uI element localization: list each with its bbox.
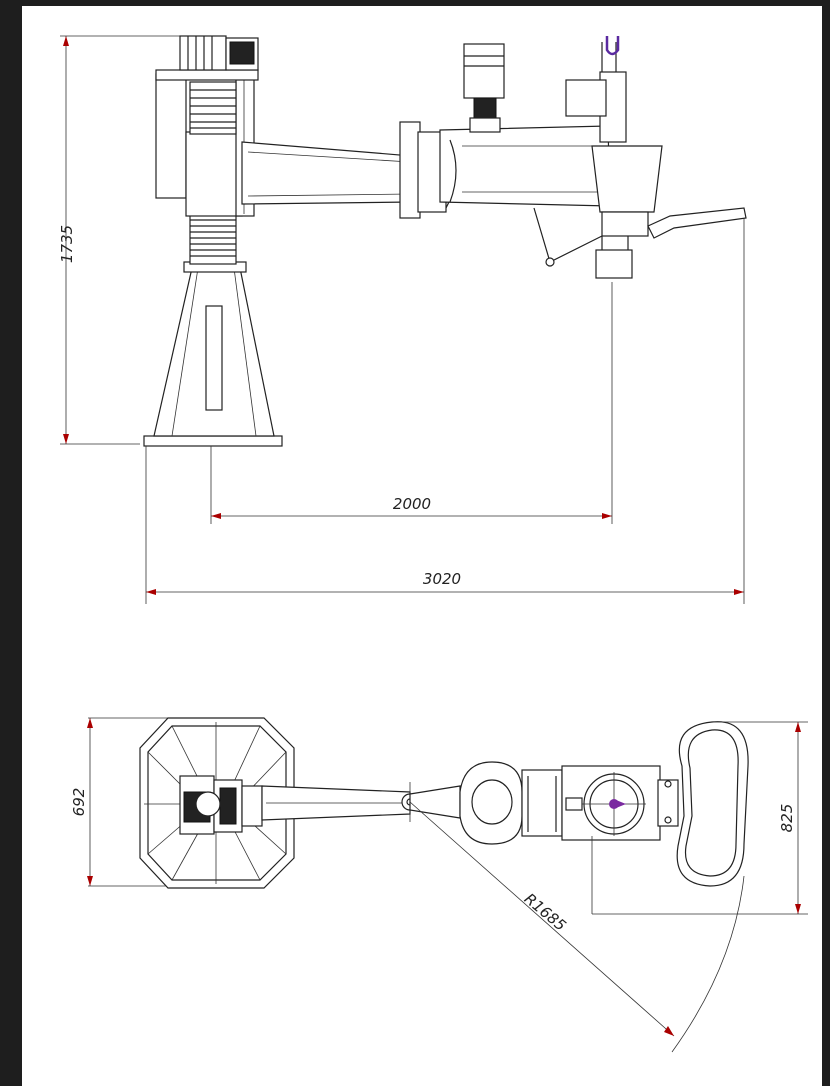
grinding-head — [533, 36, 747, 279]
pedestal-base — [143, 261, 283, 447]
height-dimension: 1735 — [58, 35, 182, 445]
column-motor — [179, 35, 259, 71]
drawing-sheet: 1735 — [22, 6, 822, 1086]
technical-drawing: 1735 — [58, 35, 808, 1053]
handle-span-dimension-label: 825 — [778, 804, 796, 833]
column-bellows-lower — [189, 213, 237, 265]
height-dimension-label: 1735 — [58, 225, 76, 263]
second-arm-plan — [409, 761, 679, 845]
swing-radius-dimension-label: R1685 — [521, 890, 570, 935]
base-width-dimension-label: 692 — [70, 788, 88, 817]
main-arm-plan — [261, 782, 419, 822]
reach-dimension-label: 2000 — [393, 495, 431, 513]
main-arm — [241, 121, 457, 219]
handle-span-dimension: 825 — [591, 721, 808, 915]
column-body — [155, 69, 259, 217]
side-elevation-view: 1735 — [58, 35, 747, 604]
column-motor-plan — [179, 775, 263, 835]
second-arm — [439, 43, 611, 207]
overall-length-dimension: 3020 — [146, 570, 744, 595]
overall-length-dimension-label: 3020 — [423, 570, 461, 588]
handle-loop — [676, 721, 749, 887]
top-plan-view: 692 — [70, 717, 808, 1053]
reach-dimension: 2000 — [211, 495, 612, 519]
